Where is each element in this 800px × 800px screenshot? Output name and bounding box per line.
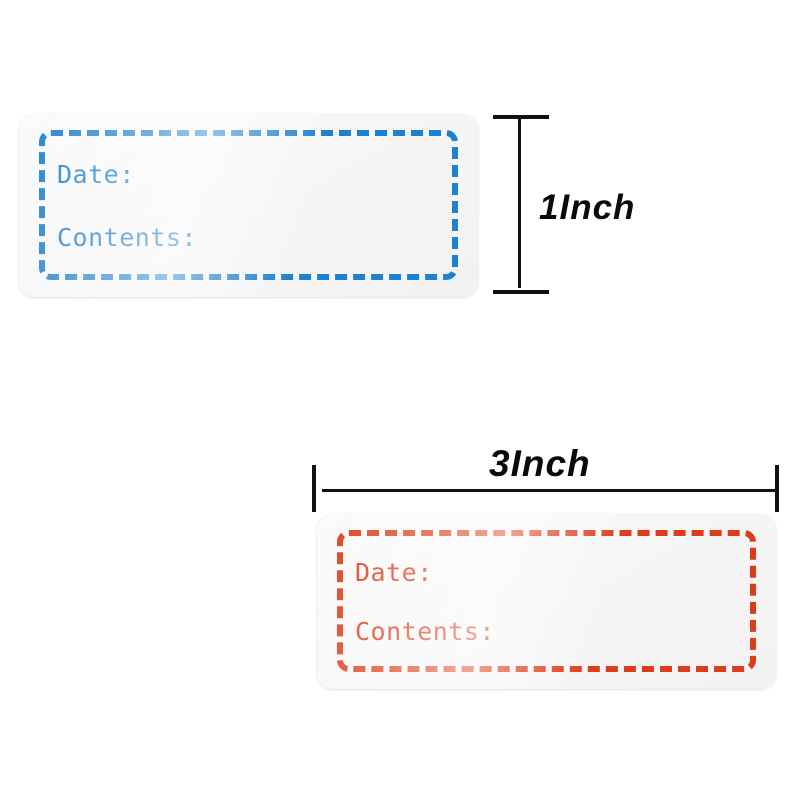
dimension-cap-right <box>775 465 779 512</box>
dimension-label-height: 1Inch <box>539 188 636 227</box>
dimension-label-width: 3Inch <box>489 443 591 484</box>
field-label-contents-blue: Contents: <box>57 222 197 252</box>
label-sticker-blue: Date: Contents: <box>19 114 478 297</box>
dimension-line-horizontal <box>322 489 778 492</box>
label-sticker-red: Date: Contents: <box>317 514 776 689</box>
dimension-cap-top <box>493 115 549 119</box>
field-label-date-red: Date: <box>355 557 433 587</box>
dashed-border-blue <box>39 130 458 280</box>
label-fields-red: Date: Contents: <box>317 514 776 689</box>
field-label-date-blue: Date: <box>57 159 135 189</box>
label-fields-blue: Date: Contents: <box>19 114 478 297</box>
dimension-line-vertical <box>518 118 521 288</box>
dimension-cap-left <box>312 465 316 512</box>
field-label-contents-red: Contents: <box>355 616 495 646</box>
dimension-cap-bottom <box>493 290 549 294</box>
dashed-border-red <box>337 530 756 672</box>
